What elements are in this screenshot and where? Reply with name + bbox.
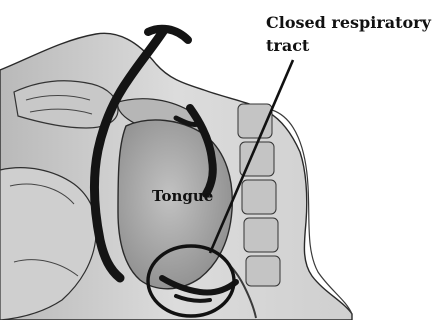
callout-label-line2: tract xyxy=(266,36,310,55)
callout-label-line1: Closed respiratory xyxy=(266,13,432,32)
tongue-label: Tongue xyxy=(152,187,213,205)
